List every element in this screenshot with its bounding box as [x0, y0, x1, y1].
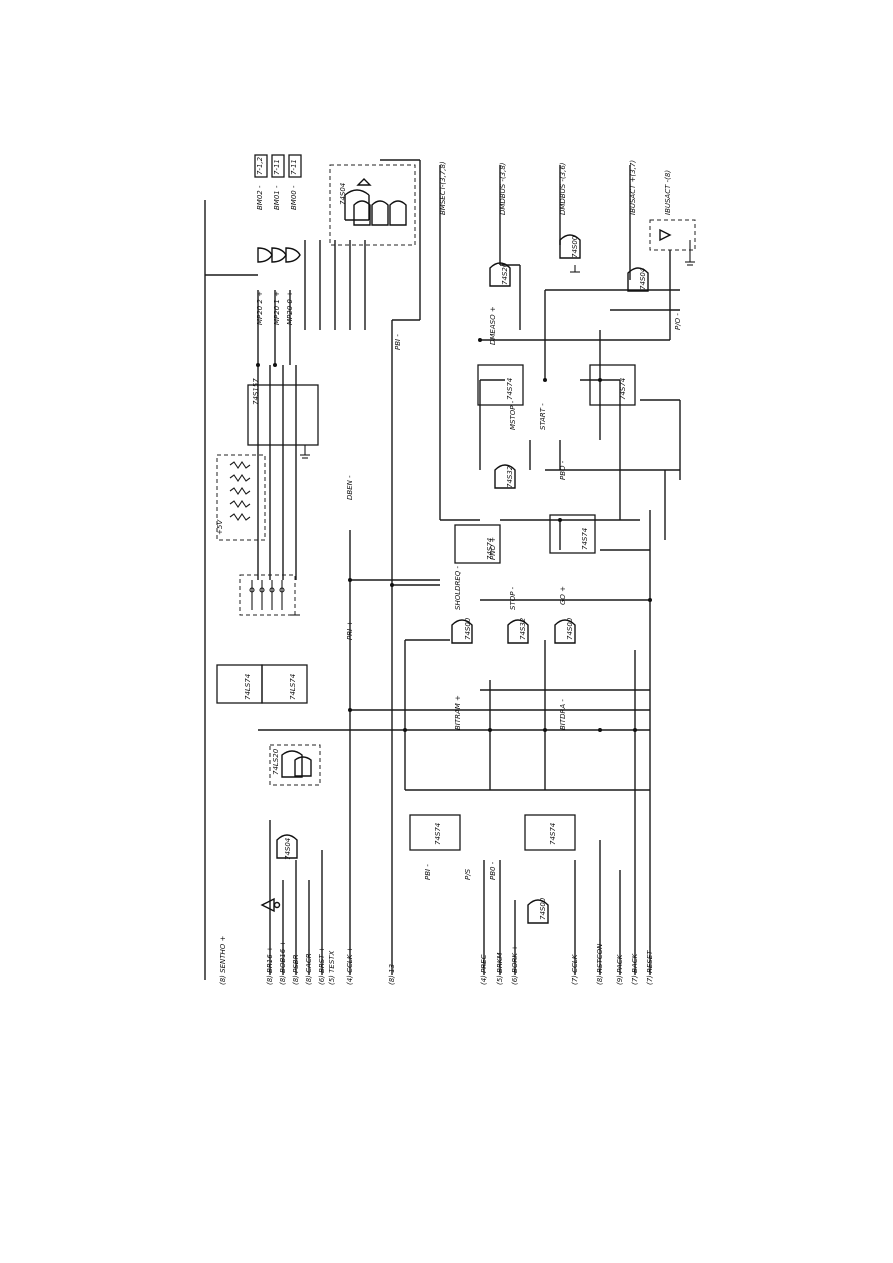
svg-text:(8) 13 -: (8) 13 - [388, 959, 396, 985]
svg-text:74S00: 74S00 [464, 617, 472, 640]
svg-text:74S20: 74S20 [501, 262, 509, 285]
chip-labels: 74LS74 74LS74 74LS20 74S04 74S74 74S74 7… [244, 183, 647, 920]
svg-text:DMDBUS -(3,6): DMDBUS -(3,6) [559, 162, 567, 215]
svg-text:BITDRA -: BITDRA - [559, 699, 567, 730]
svg-text:74S04: 74S04 [639, 268, 647, 290]
svg-text:(9) PACK -: (9) PACK - [616, 949, 624, 985]
svg-text:P/O -: P/O - [674, 313, 682, 330]
resistor-pack: +5V [216, 454, 266, 541]
ff-mid-right [524, 814, 576, 851]
mux-74s157: 74S157 [247, 378, 319, 446]
ff-mid-left [409, 814, 461, 851]
ff-right-3 [477, 364, 524, 406]
ground-symbols [300, 265, 580, 459]
svg-text:IBUSACT -(8): IBUSACT -(8) [664, 170, 672, 215]
svg-text:74LS74: 74LS74 [244, 674, 252, 700]
svg-text:BITRAM +: BITRAM + [454, 695, 462, 730]
right-gates [489, 219, 696, 489]
svg-text:STOP -: STOP - [509, 586, 517, 610]
svg-text:(5) TESTX: (5) TESTX [328, 950, 336, 985]
svg-text:(8) CACR -: (8) CACR - [305, 948, 313, 985]
ff-right-2 [549, 514, 596, 554]
ff-74ls74-2e [261, 664, 308, 704]
svg-text:(8) BOB16 +: (8) BOB16 + [279, 941, 287, 985]
svg-text:74S74: 74S74 [549, 823, 557, 845]
svg-text:(8) PSBR -: (8) PSBR - [292, 949, 300, 985]
svg-text:(8) BR16 +: (8) BR16 + [266, 946, 274, 985]
svg-text:IBUSACT +(3,7): IBUSACT +(3,7) [629, 160, 637, 215]
svg-text:MP20 2 +: MP20 2 + [256, 291, 264, 325]
svg-text:(8) RSTCON -: (8) RSTCON - [596, 938, 604, 985]
junction-dots [256, 338, 652, 732]
svg-text:(6) BRST +: (6) BRST + [318, 946, 326, 985]
svg-text:MP20 1 +: MP20 1 + [273, 291, 281, 325]
svg-text:74LS20: 74LS20 [272, 748, 280, 775]
svg-text:74S74: 74S74 [486, 538, 494, 560]
svg-text:PB0 -: PB0 - [489, 861, 497, 880]
svg-text:74S157: 74S157 [252, 378, 260, 405]
svg-text:PBI -: PBI - [424, 864, 432, 880]
svg-text:(4) CCLK +: (4) CCLK + [346, 946, 354, 985]
svg-text:7-11: 7-11 [273, 159, 281, 175]
svg-text:(5) BRKM: (5) BRKM [496, 953, 504, 985]
svg-text:7-11: 7-11 [290, 159, 298, 175]
svg-text:MP20 0 +: MP20 0 + [286, 291, 294, 325]
svg-text:(7) BACK -: (7) BACK - [631, 949, 639, 985]
connector-labels-left: (8) SENTHO + (8) BR16 + (8) BOB16 + (8) … [219, 935, 654, 985]
ff-74ls74-4h [216, 664, 263, 704]
svg-text:74LS74: 74LS74 [289, 674, 297, 700]
gate-array-top [329, 164, 416, 246]
svg-text:(4) PREC -: (4) PREC - [480, 949, 488, 985]
svg-text:PBO -: PBO - [559, 460, 567, 480]
svg-text:MSTOP -: MSTOP - [509, 400, 517, 430]
svg-text:74S74: 74S74 [506, 378, 514, 400]
svg-text:74S32: 74S32 [506, 465, 514, 488]
svg-text:BM02 -: BM02 - [256, 185, 264, 210]
svg-text:BMSECT-(3,7,8): BMSECT-(3,7,8) [439, 161, 447, 215]
svg-text:PNO +: PNO + [489, 537, 497, 560]
svg-text:PBI -: PBI - [394, 334, 402, 350]
output-buffers-top [254, 154, 302, 263]
left-gates [260, 834, 549, 924]
svg-text:DBEN -: DBEN - [346, 475, 354, 500]
ff-right-1 [454, 524, 501, 564]
output-labels-top: BM02 - BM01 - BM00 - 7-1,2 7-11 7-11 [256, 156, 298, 210]
svg-text:(6) BORK +: (6) BORK + [511, 945, 519, 985]
svg-text:DMDBUS -(3,8): DMDBUS -(3,8) [499, 162, 507, 215]
svg-text:74S32: 74S32 [519, 617, 527, 640]
net-labels: MP20 2 + MP20 1 + MP20 0 + DBEN - PRI + … [256, 291, 682, 880]
nand-74ls20 [269, 744, 321, 786]
svg-text:74S00: 74S00 [571, 235, 579, 258]
svg-text:+5V: +5V [216, 519, 224, 535]
svg-text:74S04: 74S04 [284, 838, 292, 860]
mid-gates [451, 619, 576, 644]
svg-text:BM00 -: BM00 - [290, 185, 298, 210]
svg-text:74S74: 74S74 [619, 378, 627, 400]
output-labels-right: BMSECT-(3,7,8) DMDBUS -(3,8) DMDBUS -(3,… [439, 160, 672, 215]
svg-text:74S00: 74S00 [566, 617, 574, 640]
svg-text:SHOLDREQ -: SHOLDREQ - [454, 565, 462, 610]
svg-text:(7) CCLK -: (7) CCLK - [571, 949, 579, 985]
svg-text:74S74: 74S74 [434, 823, 442, 845]
svg-text:PRI +: PRI + [346, 621, 354, 640]
svg-text:7-1,2: 7-1,2 [256, 156, 264, 175]
svg-text:P/S: P/S [464, 868, 472, 880]
svg-text:74S00: 74S00 [539, 897, 547, 920]
ff-right-4 [589, 364, 636, 406]
svg-text:74S74: 74S74 [581, 528, 589, 550]
svg-text:BM01 -: BM01 - [273, 185, 281, 210]
dip-switch [239, 574, 300, 616]
svg-text:DMEASO +: DMEASO + [489, 306, 497, 345]
svg-text:GO +: GO + [559, 586, 567, 605]
svg-text:START -: START - [539, 403, 547, 430]
main-wiring [204, 159, 681, 980]
svg-text:(7) RESET -: (7) RESET - [646, 945, 654, 985]
svg-text:(8) SENTHO +: (8) SENTHO + [219, 935, 227, 985]
svg-text:74S04: 74S04 [339, 183, 347, 205]
